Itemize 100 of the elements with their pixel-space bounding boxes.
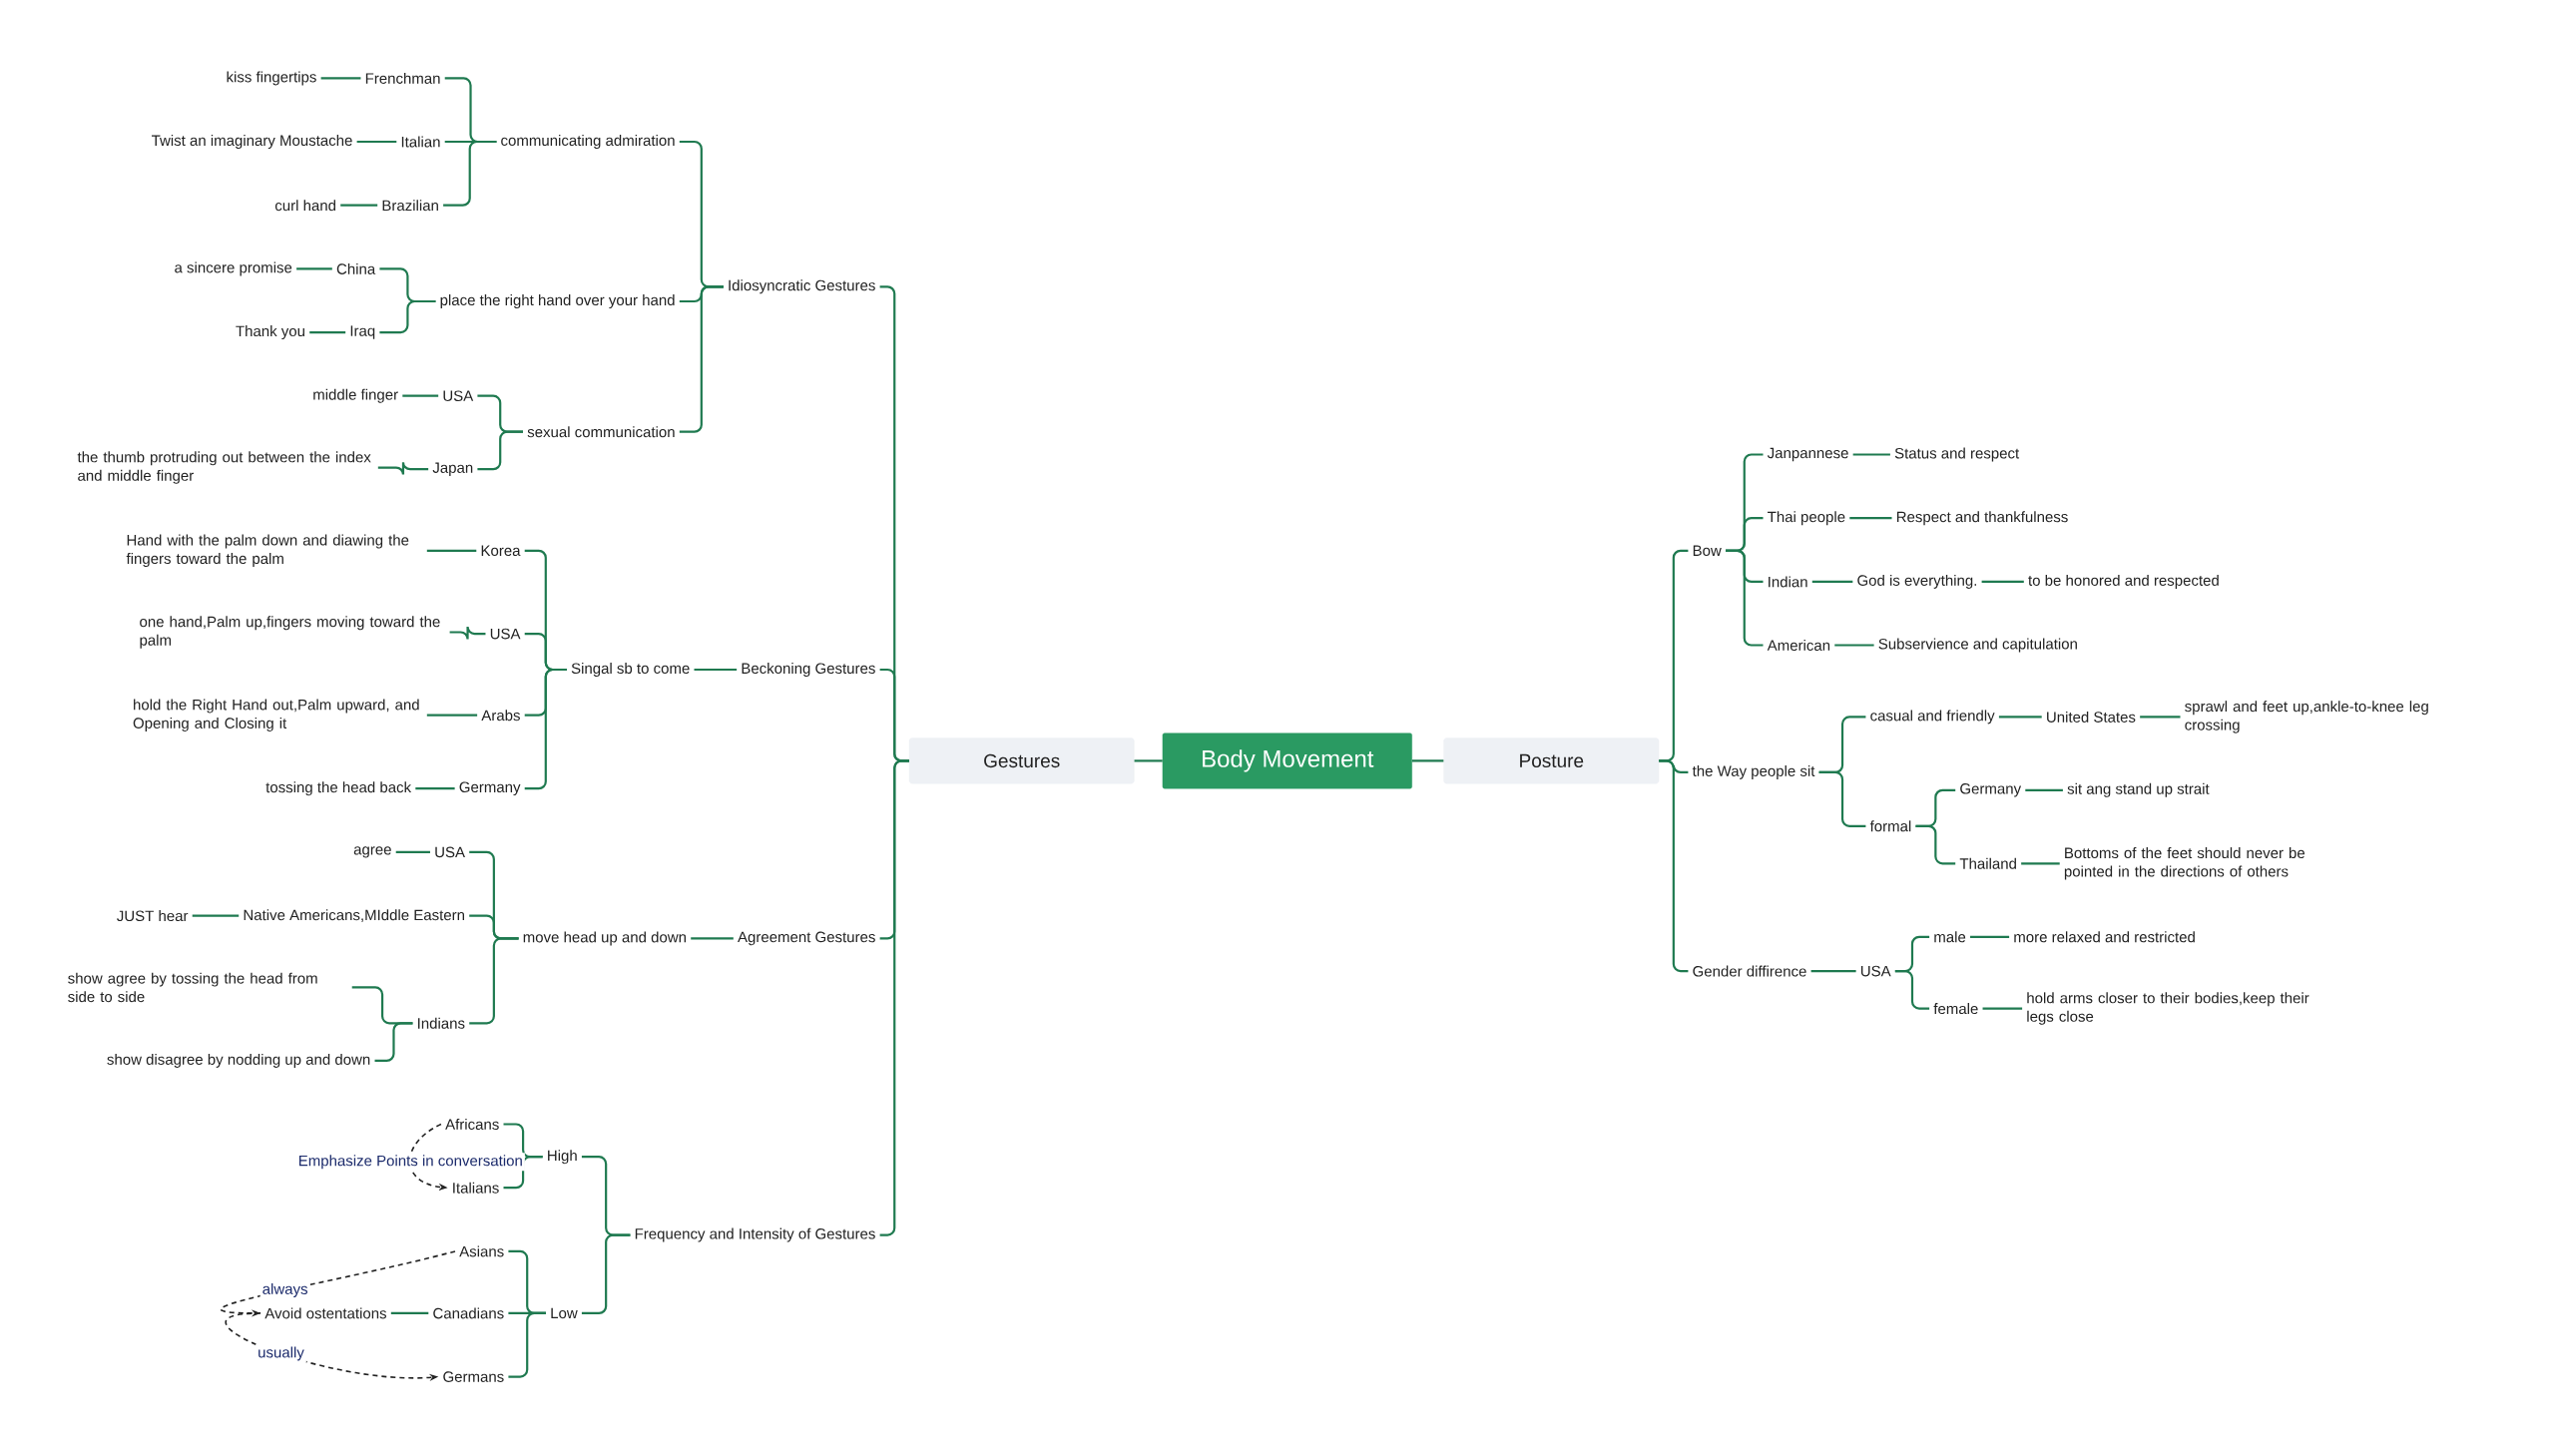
edge-label: usually xyxy=(258,1346,304,1361)
topic-text: Germany xyxy=(459,781,521,795)
topic-text: USA xyxy=(435,846,465,858)
topic-text: place the right hand over your hand xyxy=(440,294,675,308)
topic-text: one hand,Palm up,fingers moving toward the palm xyxy=(140,616,440,649)
connector-line xyxy=(1981,580,2024,583)
edge-label: always xyxy=(262,1282,307,1297)
connector-line xyxy=(309,331,346,334)
topic-text: sexual communication xyxy=(527,426,675,438)
connector-line xyxy=(426,714,478,717)
topic-text: Canadians xyxy=(433,1307,504,1319)
main-branch-box: Posture xyxy=(1443,737,1660,784)
topic-text: more relaxed and restricted xyxy=(2014,931,2195,943)
topic-text: JUST hear xyxy=(117,910,189,922)
connector-line xyxy=(395,850,430,853)
topic-text: communicating admiration xyxy=(501,135,675,149)
topic-text: Thai people xyxy=(1768,511,1845,526)
connector-line xyxy=(377,461,429,476)
connector-line xyxy=(2025,788,2063,791)
topic-text: curl hand xyxy=(274,200,335,212)
topic-text: Low xyxy=(551,1307,578,1319)
connector-line xyxy=(1894,970,1930,1010)
topic-text: Respect and thankfulness xyxy=(1896,511,2068,526)
topic-text: Arabs xyxy=(481,710,520,722)
connector-line xyxy=(402,394,439,397)
connector-line xyxy=(477,430,523,471)
connector-line xyxy=(192,914,240,917)
topic-text: female xyxy=(1933,1003,1978,1015)
topic-text: sit ang stand up strait xyxy=(2067,782,2210,797)
topic-text: Japan xyxy=(432,462,473,476)
topic-text: Idiosyncratic Gestures xyxy=(729,279,875,294)
connector-line xyxy=(1982,1007,2023,1010)
topic-text: Germany xyxy=(1960,783,2022,797)
topic-text: Brazilian xyxy=(382,200,438,212)
topic-text: the thumb protruding out between the index and middle finger xyxy=(77,451,371,484)
topic-text: tossing the head back xyxy=(265,781,412,796)
topic-text: move head up and down xyxy=(523,931,686,946)
topic-text: American xyxy=(1767,640,1830,651)
topic-text: USA xyxy=(1861,965,1891,977)
topic-text: Beckoning Gestures xyxy=(742,663,875,677)
topic-text: Avoid ostentations xyxy=(264,1307,387,1319)
topic-text: Agreement Gestures xyxy=(738,931,875,946)
topic-text: show agree by tossing the head from side to side xyxy=(68,972,317,1003)
topic-text: Italians xyxy=(453,1182,499,1194)
connector-line xyxy=(356,140,397,144)
connector-line xyxy=(1852,453,1890,456)
connector-line xyxy=(1915,824,1956,865)
topic-text: Hand with the palm down and diawing the fingers toward the palm xyxy=(126,534,409,568)
topic-text: Italian xyxy=(401,136,440,148)
connector-line xyxy=(1970,935,2010,938)
connector-line xyxy=(1818,770,1866,827)
topic-text: Bottoms of the feet should never be pointed in the directions of others xyxy=(2064,847,2304,880)
connector-line xyxy=(1998,716,2042,719)
topic-text: agree xyxy=(353,846,391,858)
connector-line xyxy=(296,267,332,270)
topic-text: Africans xyxy=(445,1119,499,1130)
topic-text: the Way people sit xyxy=(1692,764,1815,779)
connector-line xyxy=(1849,517,1892,520)
connector-line xyxy=(320,77,361,80)
topic-text: kiss fingertips xyxy=(227,71,316,86)
topic-text: Korea xyxy=(481,545,521,557)
topic-text: casual and friendly xyxy=(1870,710,1995,725)
edge-label: Emphasize Points in conversation xyxy=(299,1155,522,1170)
connector-line xyxy=(379,299,436,334)
topic-text: Indians xyxy=(418,1017,465,1029)
topic-text: male xyxy=(1934,931,1966,943)
connector-line xyxy=(2140,716,2181,719)
topic-text: middle finger xyxy=(313,388,398,403)
topic-text: a sincere promise xyxy=(175,261,292,276)
topic-text: Germans xyxy=(443,1371,504,1382)
central-topic-box: Body Movement xyxy=(1162,732,1412,789)
topic-text: Singal sb to come xyxy=(571,663,690,677)
topic-text: Indian xyxy=(1769,576,1807,588)
topic-text: Bow xyxy=(1693,545,1722,557)
topic-text: China xyxy=(336,262,376,274)
connector-line xyxy=(1411,759,1444,762)
connector-line xyxy=(1134,759,1163,762)
connector-line xyxy=(1810,970,1856,973)
topic-text: sprawl and feet up,ankle-to-knee leg crossing xyxy=(2185,701,2428,733)
topic-text: show disagree by nodding up and down xyxy=(107,1053,370,1068)
connector-line xyxy=(1811,580,1853,583)
topic-text: Thailand xyxy=(1959,857,2016,869)
topic-text: USA xyxy=(490,628,521,640)
connector-line xyxy=(426,549,477,552)
topic-text: hold the Right Hand out,Palm upward, and Opening and Closing it xyxy=(133,699,419,731)
topic-text: Asians xyxy=(459,1245,504,1257)
connector-line xyxy=(449,626,486,641)
topic-text: Iraq xyxy=(350,325,375,339)
connector-line xyxy=(581,1233,631,1314)
topic-text: Subservience and capitulation xyxy=(1878,638,2077,653)
topic-text: God is everything. xyxy=(1857,574,1976,589)
connector-line xyxy=(415,787,455,790)
topic-text: United States xyxy=(2047,711,2136,723)
topic-text: Gender diffirence xyxy=(1693,965,1806,977)
connector-line xyxy=(1834,644,1874,647)
topic-text: Janpannese xyxy=(1767,447,1848,462)
topic-text: High xyxy=(548,1150,577,1165)
topic-text: Twist an imaginary Moustache xyxy=(152,135,352,149)
connector-line xyxy=(694,668,738,672)
topic-text: Status and respect xyxy=(1894,447,2020,462)
